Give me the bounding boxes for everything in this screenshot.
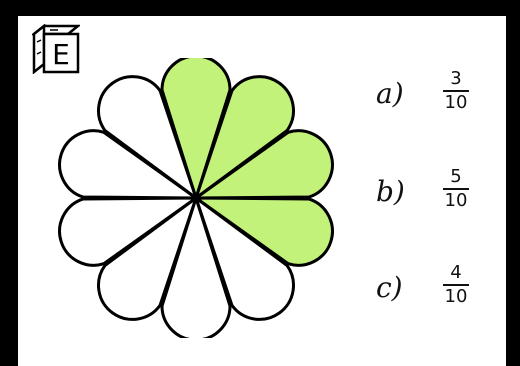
fraction-bar bbox=[443, 284, 469, 286]
letter-block-icon: E bbox=[30, 23, 82, 75]
option-a-label: a) bbox=[376, 77, 404, 110]
petal-filled bbox=[194, 196, 334, 267]
badge-letter: E bbox=[52, 38, 70, 71]
option-a-numerator: 3 bbox=[450, 68, 462, 89]
option-b[interactable]: b) 5 10 bbox=[376, 166, 496, 226]
fraction-bar bbox=[443, 90, 469, 92]
option-c-numerator: 4 bbox=[450, 262, 462, 283]
option-a[interactable]: a) 3 10 bbox=[376, 68, 496, 128]
flower-graphic bbox=[58, 54, 334, 342]
option-b-label: b) bbox=[376, 175, 405, 208]
option-b-fraction: 5 10 bbox=[440, 166, 472, 212]
petal-empty bbox=[97, 196, 198, 321]
petal-empty bbox=[58, 196, 198, 267]
fraction-flower bbox=[56, 54, 336, 342]
petal-empty bbox=[194, 196, 295, 321]
option-c[interactable]: c) 4 10 bbox=[376, 262, 496, 322]
fraction-bar bbox=[443, 188, 469, 190]
option-b-numerator: 5 bbox=[450, 166, 462, 187]
petal-empty bbox=[97, 75, 198, 200]
petal-filled bbox=[194, 75, 295, 200]
option-c-label: c) bbox=[376, 271, 403, 304]
option-a-fraction: 3 10 bbox=[440, 68, 472, 114]
petal-empty bbox=[58, 129, 198, 200]
option-b-denominator: 10 bbox=[444, 190, 468, 211]
option-c-denominator: 10 bbox=[444, 286, 468, 307]
option-a-denominator: 10 bbox=[444, 92, 468, 113]
option-c-fraction: 4 10 bbox=[440, 262, 472, 308]
petal-filled bbox=[194, 129, 334, 200]
letter-block-graphic: E bbox=[30, 23, 82, 75]
